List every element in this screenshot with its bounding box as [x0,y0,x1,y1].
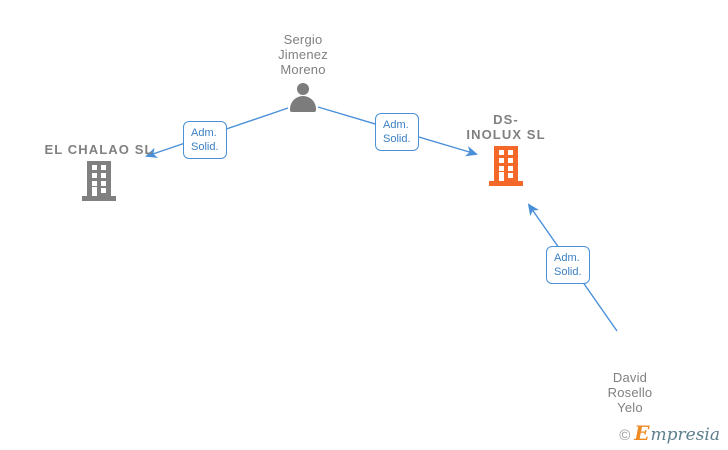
person-icon [614,334,646,364]
relation-label-sergio-el-chalao[interactable]: Adm. Solid. [183,121,227,159]
watermark-empresia: © E mpresia [619,423,720,444]
building-icon-focus [489,146,523,186]
relation-label-david-ds-inolux[interactable]: Adm. Solid. [546,246,590,284]
node-label-ds-inolux: DS- INOLUX SL [466,112,546,142]
copyright-icon: © [619,427,631,444]
relation-label-sergio-ds-inolux[interactable]: Adm. Solid. [375,113,419,151]
building-icon [82,161,116,201]
node-label-el-chalao: EL CHALAO SL [44,142,154,157]
node-company-ds-inolux[interactable]: DS- INOLUX SL [436,112,576,186]
node-person-sergio[interactable]: Sergio Jimenez Moreno [233,32,373,113]
brand-name: mpresia [650,425,721,445]
node-person-david[interactable]: David Rosello Yelo [560,334,700,415]
node-label-david: David Rosello Yelo [607,370,653,415]
person-icon [287,83,319,113]
brand-initial: E [634,421,650,445]
node-label-sergio: Sergio Jimenez Moreno [278,32,328,77]
node-company-el-chalao[interactable]: EL CHALAO SL [29,142,169,201]
